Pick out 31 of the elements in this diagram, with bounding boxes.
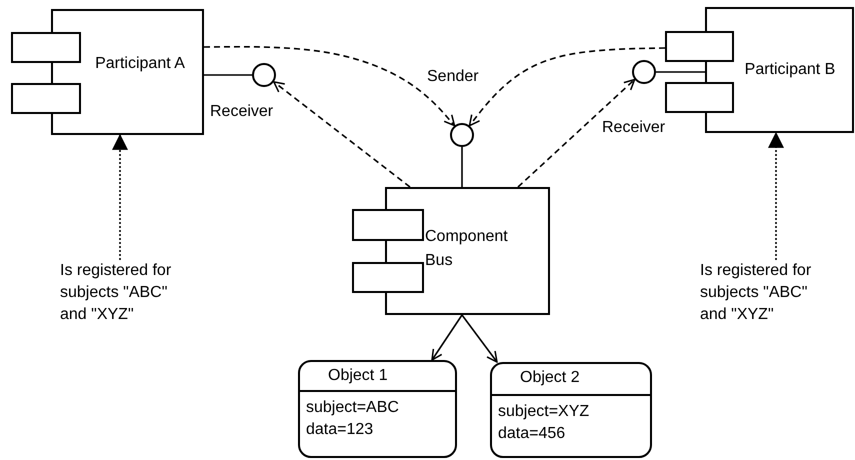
component-box (665, 7, 854, 133)
object-attributes: subject=ABC data=123 (305, 398, 400, 440)
arrow (768, 132, 784, 260)
component-box (11, 9, 204, 135)
connector-line (204, 74, 252, 76)
arrow (112, 134, 128, 260)
object-box (490, 362, 652, 458)
component-name: Participant B (744, 60, 836, 80)
arrow (468, 47, 666, 126)
arrow (461, 314, 498, 363)
interface-circle (632, 60, 656, 84)
note-text: Is registered for subjects "ABC" and "XYZ" (60, 261, 172, 325)
interface-label: Receiver (210, 102, 274, 122)
note-text: Is registered for subjects "ABC" and "XYZ" (700, 261, 812, 325)
arrow (204, 46, 456, 126)
interface-label: Receiver (602, 118, 666, 138)
object-header: Object 2 (492, 364, 650, 396)
interface-label: Sender (427, 67, 479, 87)
component-box (352, 187, 550, 315)
arrow (517, 78, 636, 188)
arrow (273, 81, 410, 188)
arrow (431, 314, 463, 361)
interface-circle (252, 63, 276, 87)
object-box (298, 360, 457, 458)
object-header: Object 1 (300, 362, 455, 392)
connector-line (461, 147, 463, 187)
interface-circle (450, 123, 474, 147)
object-attributes: subject=XYZ data=456 (497, 402, 590, 444)
component-name: Component Bus (425, 227, 509, 271)
component-name: Participant A (94, 54, 186, 74)
connector-line (656, 71, 705, 73)
